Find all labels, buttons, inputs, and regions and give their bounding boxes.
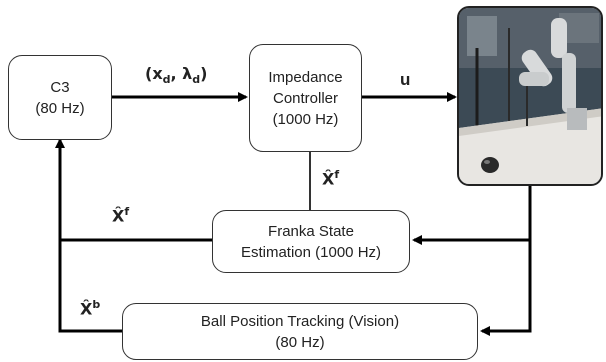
ball-position-tracking-block: Ball Position Tracking (Vision) (80 Hz)	[122, 303, 478, 360]
ball-rate: (80 Hz)	[275, 333, 325, 351]
franka-rate: Estimation (1000 Hz)	[240, 243, 382, 261]
ball-state-estimate-label: X̂b	[80, 298, 101, 319]
arrow-ball-to-c3	[55, 138, 122, 333]
impedance-title-2: Controller	[272, 89, 339, 107]
franka-title: Franka State	[268, 222, 354, 240]
c3-rate: (80 Hz)	[35, 99, 85, 117]
robot-arm-photo	[457, 6, 603, 186]
control-input-label: u	[400, 70, 411, 89]
arrow-robot-to-franka	[412, 186, 532, 245]
impedance-title: Impedance	[268, 68, 343, 86]
impedance-rate: (1000 Hz)	[272, 110, 339, 128]
arrow-robot-to-ball	[480, 240, 532, 336]
ball-title: Ball Position Tracking (Vision)	[200, 312, 400, 330]
desired-state-label: (xd, λd)	[145, 64, 208, 87]
franka-state-estimate-label-vertical: X̂f	[322, 168, 340, 189]
franka-state-estimate-label-feedback: X̂f	[112, 205, 130, 226]
c3-block: C3 (80 Hz)	[8, 55, 112, 140]
franka-state-estimation-block: Franka State Estimation (1000 Hz)	[212, 210, 410, 273]
c3-title: C3	[50, 78, 70, 96]
robot-scene-image	[459, 8, 601, 184]
impedance-controller-block: Impedance Controller (1000 Hz)	[249, 44, 362, 152]
